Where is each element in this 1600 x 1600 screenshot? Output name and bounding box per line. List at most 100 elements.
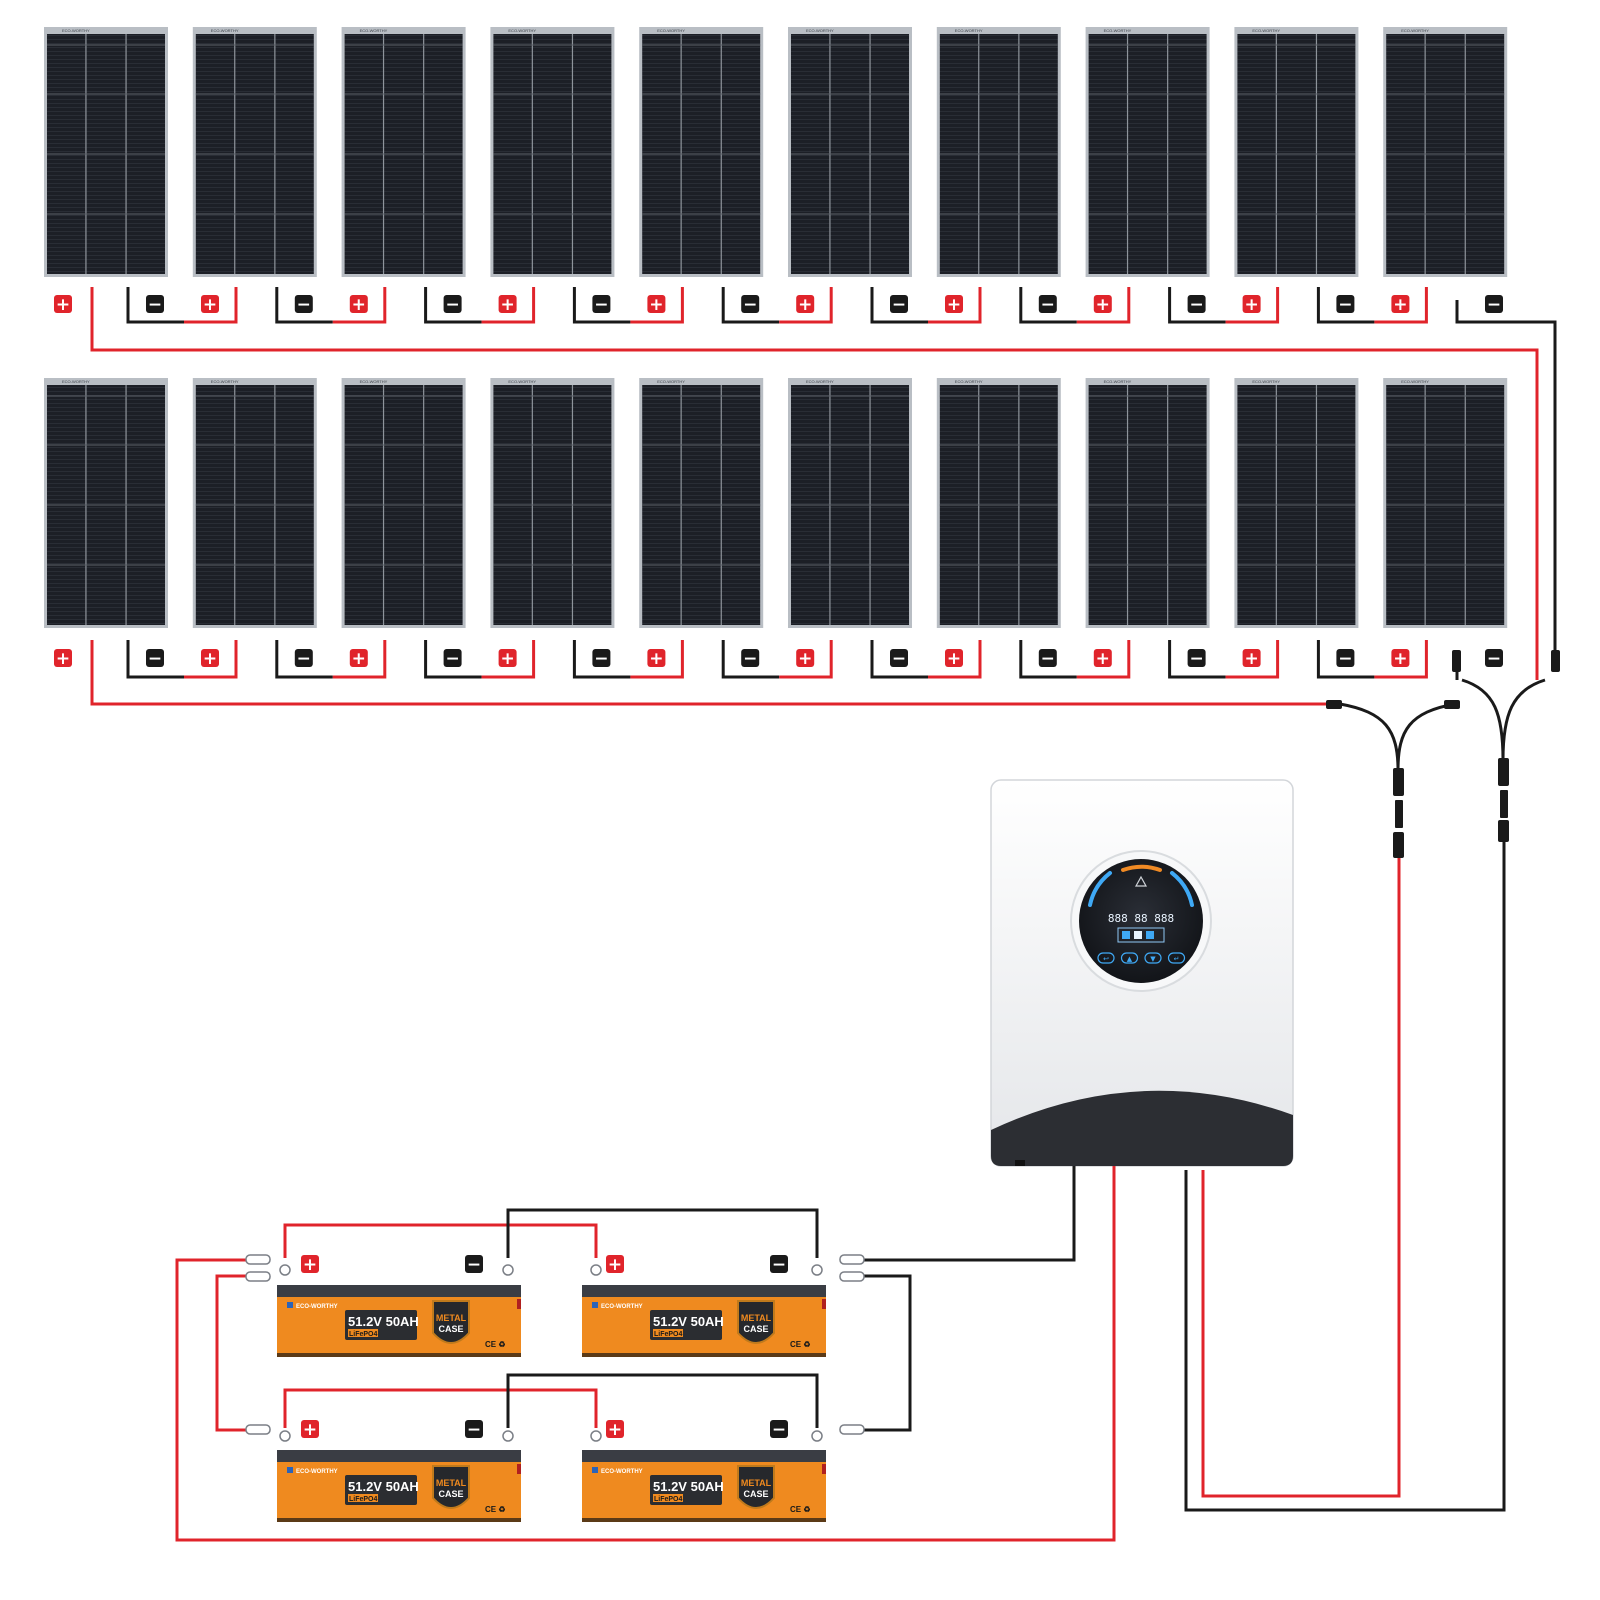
svg-text:−: −: [594, 649, 608, 669]
inverter-button[interactable]: ↵: [1167, 952, 1186, 964]
panel-string-wiring: [126, 287, 1428, 679]
solar-panel: ECO-WORTHY: [1234, 378, 1359, 628]
series-link-negative: [126, 640, 184, 679]
svg-text:−: −: [743, 295, 757, 315]
negative-terminal-icon: −: [592, 649, 611, 669]
solar-panel: ECO-WORTHY: [341, 27, 466, 277]
svg-text:−: −: [445, 649, 459, 669]
positive-terminal-icon: +: [796, 295, 815, 315]
positive-terminal-icon: +: [1391, 649, 1410, 669]
battery-negative-terminal-icon: [770, 1420, 788, 1438]
series-link-positive: [1076, 287, 1131, 324]
svg-text:+: +: [352, 295, 366, 315]
svg-text:−: −: [148, 295, 162, 315]
badge-bottom: CASE: [743, 1489, 768, 1499]
series-link-positive: [332, 287, 387, 324]
series-link-positive: [184, 287, 238, 324]
inverter-button[interactable]: ▼: [1144, 952, 1162, 964]
positive-terminal-icon: +: [945, 649, 963, 669]
panel-brand-strip: ECO-WORTHY: [657, 28, 685, 33]
battery-brand: ECO-WORTHY: [296, 1469, 338, 1475]
display-arc-orange: [1121, 864, 1162, 872]
series-link-negative: [870, 640, 928, 679]
battery-negative-to-inverter: [845, 1166, 1076, 1262]
negative-terminal-icon: −: [294, 649, 313, 669]
negative-y-branch: [1461, 678, 1546, 761]
negative-terminal-icon: −: [592, 295, 611, 315]
svg-text:−: −: [772, 1255, 786, 1275]
y-branch-connectors: [90, 287, 1560, 1512]
panel-brand-strip: ECO-WORTHY: [1104, 28, 1132, 33]
negative-terminal-icon: −: [1187, 295, 1206, 315]
svg-text:−: −: [297, 649, 311, 669]
battery-brand: ECO-WORTHY: [296, 1304, 338, 1310]
svg-text:−: −: [743, 649, 757, 669]
svg-text:−: −: [892, 649, 906, 669]
top-string-negative-trunk: [1455, 300, 1557, 660]
svg-text:+: +: [303, 1420, 317, 1440]
battery-certification: CE ♻: [790, 1505, 811, 1514]
panel-brand-strip: ECO-WORTHY: [955, 28, 983, 33]
panel-brand-strip: ECO-WORTHY: [211, 379, 239, 384]
battery-chemistry: LiFePO4: [654, 1496, 683, 1503]
svg-text:−: −: [1338, 649, 1352, 669]
warning-icon: [1134, 875, 1148, 887]
inverter-button[interactable]: ↩: [1097, 952, 1115, 964]
svg-text:+: +: [1244, 649, 1258, 669]
series-link-positive: [1225, 287, 1280, 324]
positive-terminal-icon: +: [945, 295, 963, 315]
negative-terminal-icon: −: [146, 649, 164, 669]
positive-y-branch: [1339, 702, 1456, 771]
panel-brand-strip: ECO-WORTHY: [62, 28, 90, 33]
battery-positive-terminal-icon: [606, 1420, 624, 1438]
battery-positive-terminal-icon: [301, 1420, 319, 1438]
battery-negative-terminal-icon: [465, 1420, 483, 1438]
panel-brand-strip: ECO-WORTHY: [657, 379, 685, 384]
series-link-negative: [424, 640, 482, 679]
battery-certification: CE ♻: [485, 1505, 506, 1514]
panel-brand-strip: ECO-WORTHY: [806, 379, 834, 384]
series-link-negative: [424, 287, 482, 324]
battery-series-link: [506, 1373, 819, 1428]
svg-text:+: +: [649, 295, 663, 315]
panel-brand-strip: ECO-WORTHY: [508, 28, 536, 33]
solar-panel: ECO-WORTHY: [192, 378, 317, 628]
inverter-button-row: ↩ ▲ ▼ ↵: [1097, 952, 1186, 964]
svg-text:−: −: [1041, 295, 1055, 315]
negative-terminal-icon: −: [443, 649, 462, 669]
badge-top: METAL: [436, 1478, 467, 1488]
metal-case-shield-icon: [737, 1300, 775, 1344]
positive-terminal-icon: +: [1093, 295, 1112, 315]
svg-text:−: −: [1338, 295, 1352, 315]
negative-terminal-icon: −: [1485, 649, 1503, 669]
ring-lug: [245, 1254, 865, 1442]
hybrid-inverter: 888 88 888 ↩▲▼↵: [990, 779, 1294, 1167]
solar-panel: ECO-WORTHY: [44, 378, 168, 628]
series-link-positive: [1374, 287, 1428, 324]
metal-case-shield-icon: [432, 1465, 470, 1509]
series-link-positive: [779, 640, 833, 679]
badge-top: METAL: [741, 1313, 772, 1323]
series-link-negative: [1316, 640, 1375, 679]
panel-brand-strip: ECO-WORTHY: [955, 379, 983, 384]
svg-text:+: +: [608, 1255, 622, 1275]
negative-terminal-icon: −: [294, 295, 313, 315]
battery-rating: 51.2V 50AH: [348, 1479, 419, 1494]
inverter-button[interactable]: ▲: [1120, 952, 1139, 964]
svg-text:−: −: [297, 295, 311, 315]
panel-brand-strip: ECO-WORTHY: [1401, 379, 1429, 384]
battery-bank-wiring: [215, 1208, 912, 1442]
series-link-negative: [870, 287, 928, 324]
positive-terminal-icon: +: [349, 295, 368, 315]
battery-brand: ECO-WORTHY: [601, 1304, 643, 1310]
badge-bottom: CASE: [438, 1489, 463, 1499]
series-link-positive: [630, 287, 684, 324]
negative-terminal-icon: −: [890, 295, 908, 315]
series-link-positive: [630, 640, 684, 679]
solar-panel: ECO-WORTHY: [788, 27, 912, 277]
positive-terminal-icon: +: [1093, 649, 1112, 669]
positive-terminal-icon: +: [647, 295, 666, 315]
solar-panel: ECO-WORTHY: [1085, 27, 1210, 277]
